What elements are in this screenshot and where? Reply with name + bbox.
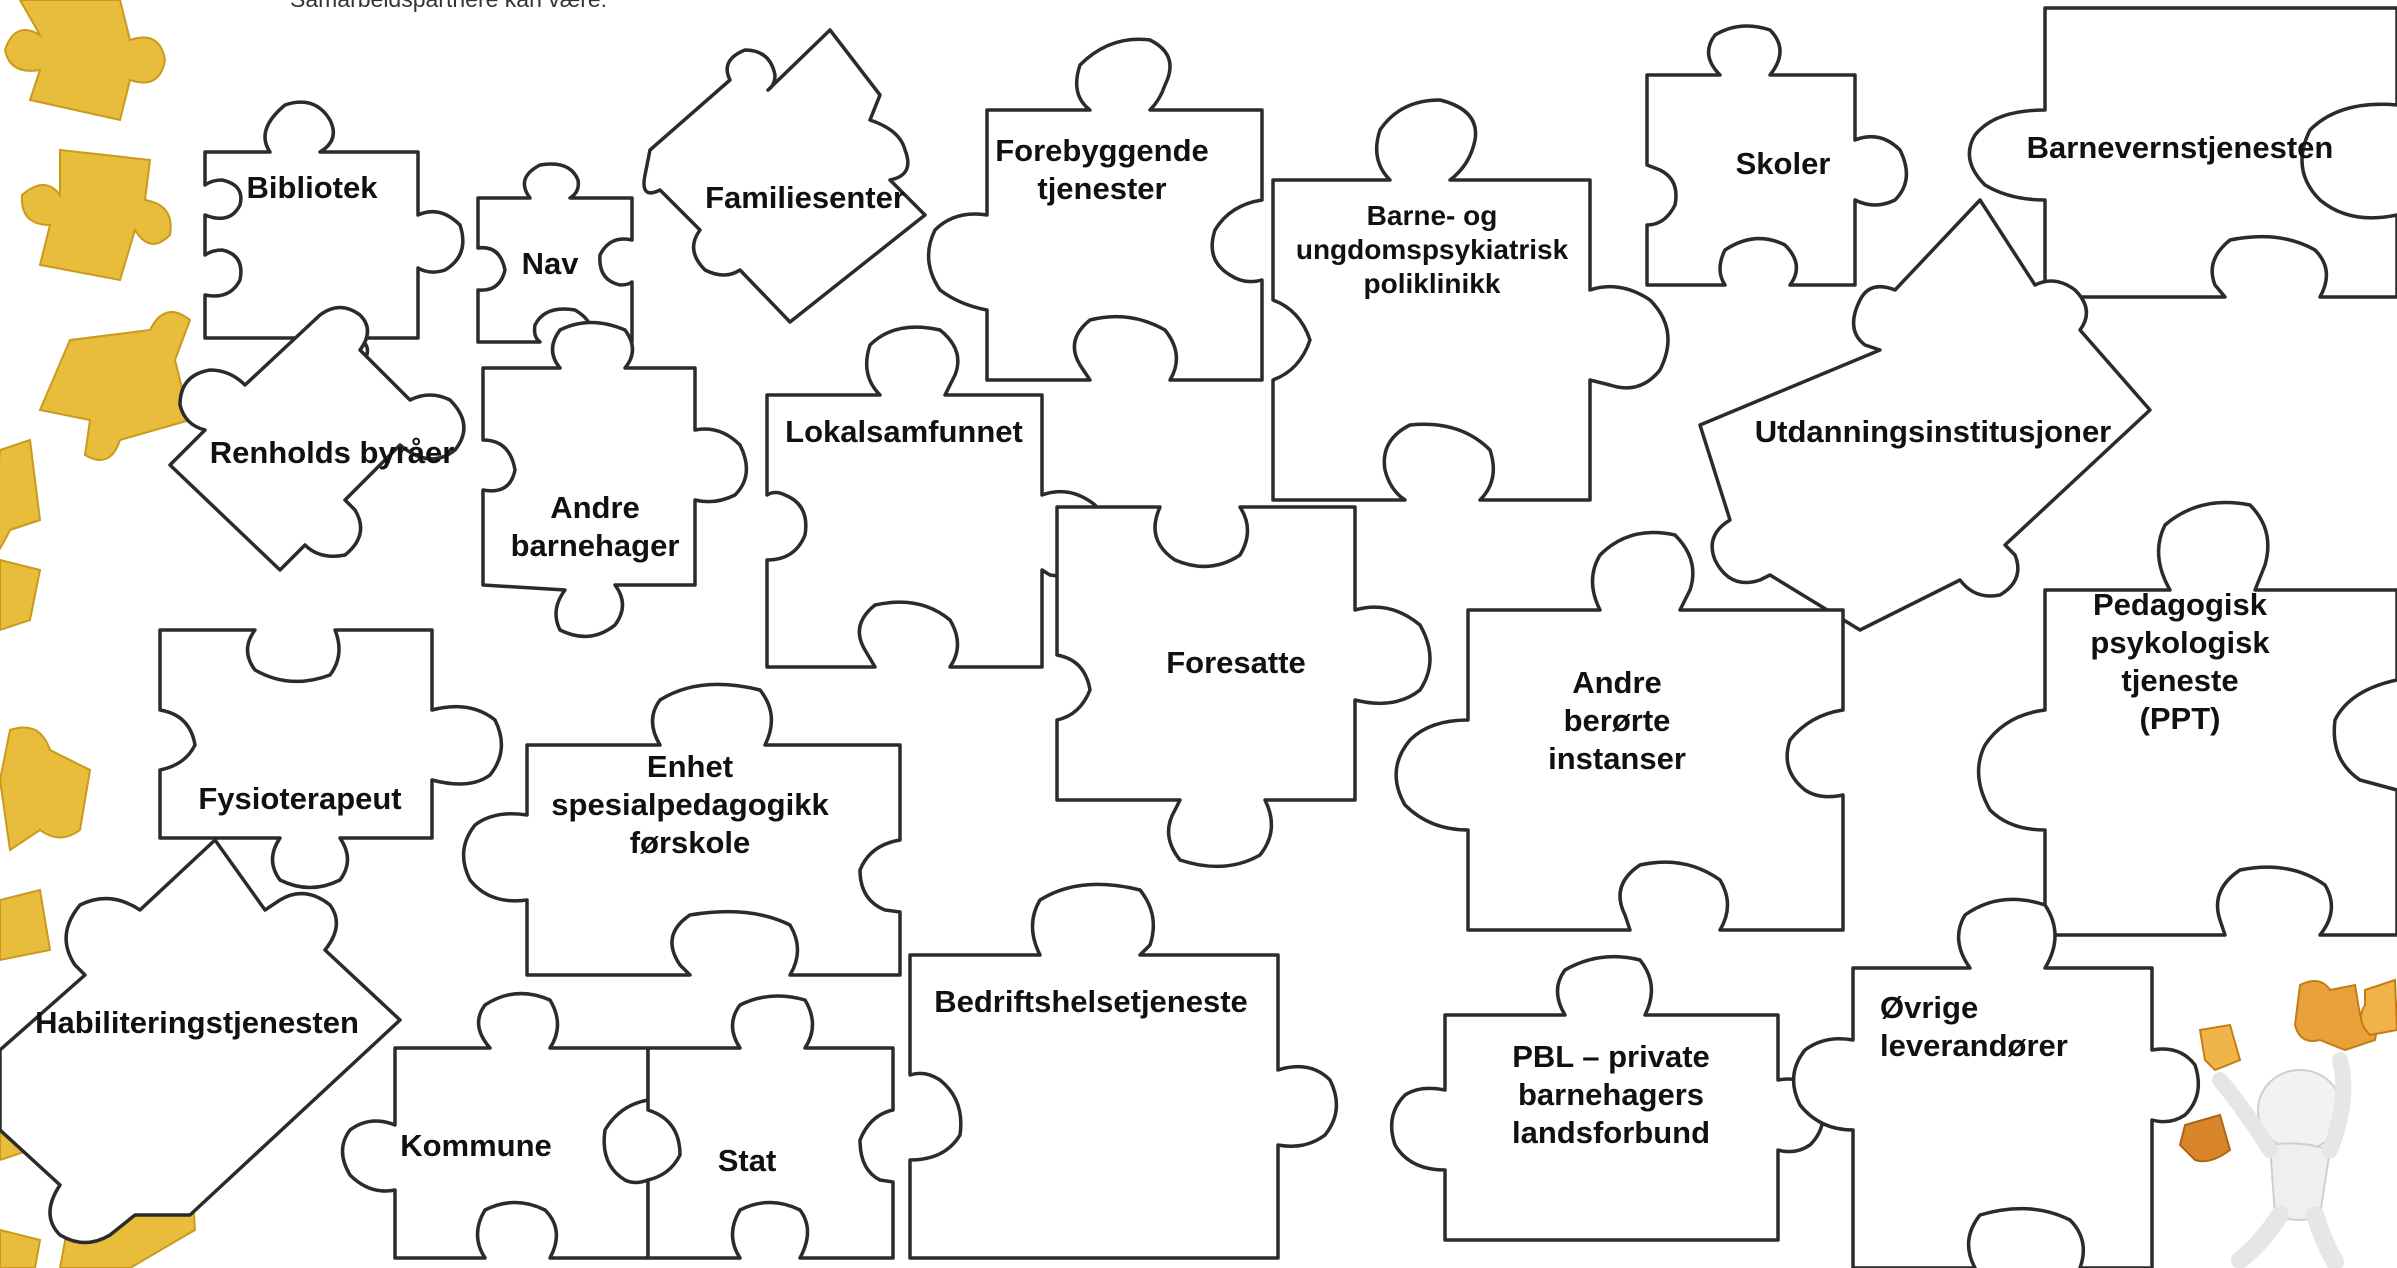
piece-fysioterapeut-label: Fysioterapeut — [198, 781, 402, 816]
piece-fysioterapeut-shape — [158, 628, 504, 890]
piece-foresatte-label: Foresatte — [1166, 645, 1306, 680]
piece-familiesenter-label: Familiesenter — [705, 180, 905, 215]
piece-stat-label: Stat — [717, 1143, 777, 1178]
piece-enhet-shape — [461, 682, 902, 977]
piece-kommune-shape — [340, 991, 650, 1260]
piece-skoler-label: Skoler — [1735, 146, 1831, 181]
piece-renholds-shape — [168, 305, 466, 572]
piece-barnevern-shape — [1967, 6, 2397, 299]
piece-utdanning-label: Utdanningsinstitusjoner — [1754, 414, 2112, 449]
piece-lokalsamfunnet-label: Lokalsamfunnet — [785, 414, 1023, 449]
piece-andre-barnehager-label: Andre barnehager — [510, 490, 680, 563]
piece-barnevern-label: Barnevernstjenesten — [2026, 130, 2334, 165]
piece-andre-berorte-shape — [1394, 530, 1845, 932]
piece-familiesenter-shape — [642, 28, 927, 324]
piece-stat-shape — [646, 994, 895, 1260]
piece-renholds-label: Renholds byråer — [209, 435, 455, 470]
piece-andre-barnehager-shape — [481, 320, 749, 639]
piece-bibliotek-label: Bibliotek — [246, 170, 378, 205]
piece-lokalsamfunnet-shape — [765, 325, 1109, 669]
piece-habilitering-shape — [0, 838, 402, 1245]
piece-forebyggende-label: Forebyggende tjenester — [995, 133, 1209, 206]
piece-ovrige-shape — [1791, 897, 2201, 1268]
piece-utdanning-shape — [1698, 198, 2152, 632]
piece-habilitering-label: Habiliteringstjenesten — [35, 1005, 359, 1040]
piece-bedrift-label: Bedriftshelsetjeneste — [934, 984, 1248, 1019]
piece-kommune-label: Kommune — [400, 1128, 552, 1163]
piece-ovrige-label: Øvrige leverandører — [1880, 990, 2068, 1063]
piece-bup-shape — [1271, 98, 1670, 502]
piece-bup-label: Barne- og ungdomspsykiatrisk poliklinikk — [1295, 200, 1569, 299]
piece-ppt-shape — [1976, 500, 2397, 937]
piece-foresatte-shape — [1055, 505, 1432, 869]
juggler-figure-icon — [2178, 978, 2397, 1268]
piece-bedrift-shape — [908, 882, 1339, 1260]
piece-andre-berorte-label: Andre berørte instanser — [1548, 665, 1686, 776]
piece-ppt-label: Pedagogisk psykologisk tjeneste (PPT) — [2090, 587, 2270, 736]
piece-nav-label: Nav — [521, 246, 579, 281]
piece-nav-shape — [476, 162, 634, 344]
decorative-puzzle-icon — [0, 0, 197, 1268]
piece-skoler-shape — [1645, 24, 1909, 287]
piece-forebyggende-shape — [926, 37, 1264, 382]
piece-pbl-label: PBL – private barnehagers landsforbund — [1511, 1039, 1711, 1150]
piece-enhet-label: Enhet spesialpedagogikk førskole — [551, 749, 829, 860]
intro-text: Samarbeidspartnere kan være: — [290, 0, 607, 13]
